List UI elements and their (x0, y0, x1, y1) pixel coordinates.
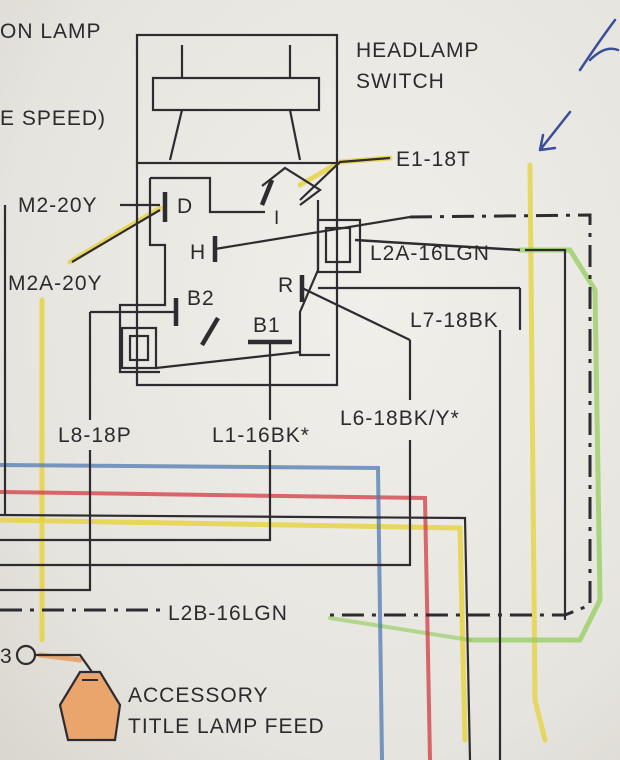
terminal-i-bar (259, 179, 275, 206)
wire-l6 (0, 340, 412, 567)
wire-l8 (0, 312, 92, 592)
wire-e1 (299, 156, 391, 201)
block-left-link (155, 350, 301, 370)
wire-l1 (0, 450, 272, 542)
label-m2: M2-20Y (18, 194, 98, 217)
terminal-b2-label: B2 (187, 287, 215, 310)
pen-marks (538, 18, 620, 152)
label-l2a: L2A-16LGN (370, 242, 490, 265)
label-l6: L6-18BK/Y* (340, 407, 460, 430)
label-m2a: M2A-20Y (8, 272, 103, 295)
switch-case (135, 163, 339, 387)
wire-l2a-drop (525, 248, 567, 620)
switch-knob-housing (135, 33, 339, 165)
wire-m2a (71, 209, 161, 263)
label-accessory: ACCESSORY (128, 684, 269, 707)
terminal-i-arm (261, 166, 322, 206)
terminal-block-right (316, 218, 362, 274)
label-switch: SWITCH (356, 70, 445, 93)
connector-circle (15, 644, 37, 666)
switch-knob (151, 76, 321, 112)
harness-wires (0, 156, 592, 760)
label-l8: L8-18P (58, 424, 132, 447)
switch-inner-right (298, 200, 330, 357)
terminal-h-wire (214, 215, 411, 251)
yellow-trace-right (527, 162, 548, 743)
label-e1: E1-18T (396, 148, 471, 171)
red-trace (0, 490, 432, 760)
wire-l2a-right (330, 213, 592, 617)
fuse-body (58, 670, 122, 742)
green-trace-l2b (328, 616, 472, 642)
pen-arrow (538, 110, 572, 152)
label-speed: E SPEED) (0, 107, 106, 130)
label-l2b: L2B-16LGN (168, 602, 288, 625)
accessory-fuse (15, 644, 122, 742)
terminal-r-wire (301, 287, 411, 341)
yellow-trace-m2a (67, 205, 163, 265)
terminal-h-label: H (190, 241, 206, 264)
text-labels: ON LAMP E SPEED) HEADLAMP SWITCH E1-18T … (0, 20, 499, 738)
terminal-d-label: D (177, 195, 193, 218)
wire-accessory (35, 653, 93, 673)
yellow-trace-bottom (0, 517, 468, 743)
terminal-r-label: R (278, 274, 294, 297)
label-l1: L1-16BK* (212, 424, 310, 447)
terminal-i-label: I (274, 208, 280, 229)
blue-trace (0, 463, 384, 760)
terminal-block-left-inner (128, 334, 150, 362)
headlamp-switch (118, 33, 339, 387)
terminal-block-left (120, 326, 158, 370)
switch-inner (118, 176, 265, 374)
pen-scribble (578, 18, 620, 72)
label-title-lamp-feed: TITLE LAMP FEED (128, 715, 325, 738)
switch-blade (200, 316, 220, 347)
switch-terminals (90, 166, 520, 420)
label-partial-3: 3 (0, 645, 13, 668)
terminal-block-right-inner (324, 226, 352, 264)
wire-l2a-dash (354, 238, 521, 252)
label-on-lamp: ON LAMP (0, 20, 102, 43)
knob-taper (168, 45, 302, 161)
label-headlamp: HEADLAMP (356, 39, 480, 62)
label-l7: L7-18BK (410, 309, 499, 332)
wire-bottom-1 (0, 513, 472, 760)
terminal-b1-label: B1 (253, 314, 281, 337)
